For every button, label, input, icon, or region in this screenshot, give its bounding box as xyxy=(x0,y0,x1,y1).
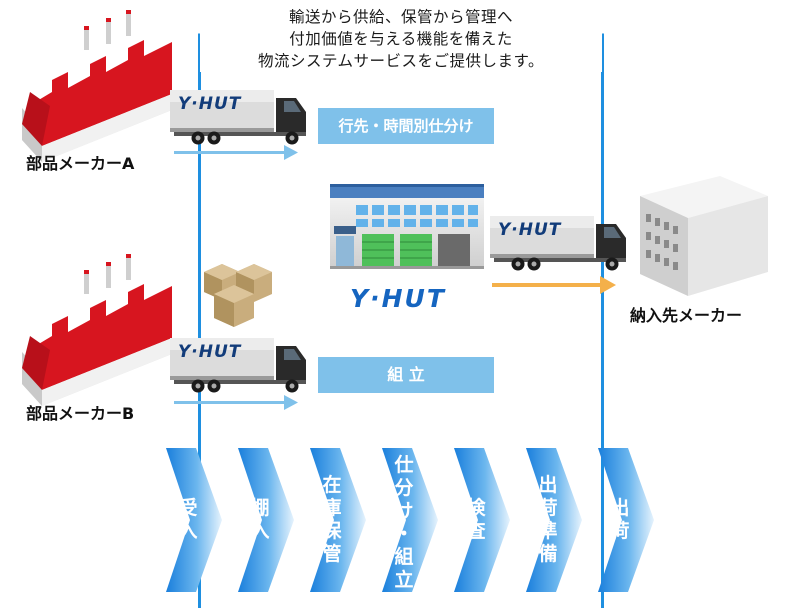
cargo-boxes-icon xyxy=(204,264,272,327)
chevron-step-5 xyxy=(454,448,510,592)
chevron-step-2 xyxy=(238,448,294,592)
intro-caption: 輸送から供給、保管から管理へ 付加価値を与える機能を備えた 物流システムサービス… xyxy=(200,6,602,72)
destination-building-icon xyxy=(640,176,768,296)
supplier-a-label: 部品メーカーA xyxy=(26,154,135,173)
chevron-step-3 xyxy=(310,448,366,592)
arrow-out-icon xyxy=(492,276,616,294)
factory-a-icon xyxy=(22,10,172,162)
process-chevrons xyxy=(166,448,654,592)
arrow-a-icon xyxy=(174,145,298,160)
destination-label: 納入先メーカー xyxy=(630,306,743,325)
factory-b-icon xyxy=(22,254,172,406)
step-label-1: 受入 xyxy=(178,497,198,542)
chevron-step-7 xyxy=(598,448,654,592)
service-assembly-box: 組 立 xyxy=(318,357,494,393)
caption-line-3: 物流システムサービスをご提供します。 xyxy=(258,52,544,70)
truck-b-brand: Y·HUT xyxy=(178,342,242,362)
truck-out-brand: Y·HUT xyxy=(498,220,562,240)
truck-a-brand: Y·HUT xyxy=(178,94,242,114)
chevron-step-4 xyxy=(382,448,438,592)
arrow-b-icon xyxy=(174,395,298,410)
center-logo: Y·HUT xyxy=(350,284,446,313)
step-label-2: 棚入 xyxy=(250,497,270,542)
step-label-7: 出荷 xyxy=(610,497,630,542)
step-label-6: 出荷準備 xyxy=(538,474,558,565)
caption-line-2: 付加価値を与える機能を備えた xyxy=(289,30,513,48)
service-sorting-box: 行先・時間別仕分け xyxy=(318,108,494,144)
caption-line-1: 輸送から供給、保管から管理へ xyxy=(288,8,513,26)
warehouse-icon xyxy=(330,184,484,269)
step-label-3: 在庫保管 xyxy=(322,474,342,565)
step-label-4: 仕分け・組立 xyxy=(394,454,414,591)
step-label-5: 検査 xyxy=(466,497,486,542)
chevron-step-1 xyxy=(166,448,222,592)
supplier-b-label: 部品メーカーB xyxy=(26,404,135,423)
chevron-step-6 xyxy=(526,448,582,592)
